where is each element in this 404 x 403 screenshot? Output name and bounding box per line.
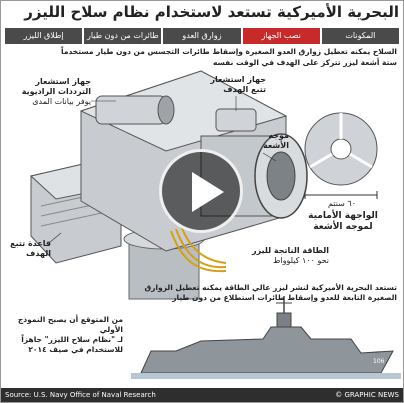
label-radio-tracker: جهاز استشعار الترددات الراديوية يوفر بيا… <box>21 77 91 106</box>
bottom-paragraph-1: تستعد البحرية الأميركية لنشر ليزر عالي ا… <box>144 283 397 302</box>
sensor-lens <box>157 95 175 125</box>
laser-cable <box>180 225 227 264</box>
destroyer-ship <box>140 326 394 374</box>
target-tracking-sensor <box>215 108 257 132</box>
footer-brand: © GRAPHIC NEWS <box>335 391 399 399</box>
housing-top <box>79 70 288 152</box>
radio-frequency-sensor <box>95 95 167 125</box>
footer-source: Source: U.S. Navy Office of Naval Resear… <box>5 391 156 399</box>
leader-line <box>262 152 277 162</box>
sea <box>131 373 401 379</box>
leader-line <box>48 232 62 244</box>
intro-line-1: السلاح يمكنه تعطيل زوارق العدو الصغيرة و… <box>61 47 397 56</box>
tab-installation[interactable]: نصب الجهاز <box>242 28 320 44</box>
aperture-divider <box>309 152 333 169</box>
tab-enemy-boats[interactable]: زوارق العدو <box>163 28 241 44</box>
laser-cable <box>175 228 227 269</box>
footer: Source: U.S. Navy Office of Naval Resear… <box>1 388 403 402</box>
laser-cable <box>170 230 227 273</box>
label-target-tracker: جهاز استشعار تتبع الهدف <box>210 75 266 94</box>
beam-director-lens <box>266 151 296 201</box>
aperture-divider <box>349 152 373 169</box>
label-beam-director: موجه الأشعة <box>263 131 289 150</box>
aperture-center <box>330 138 352 160</box>
label-tracking-base: قاعدة تتبع الهدف <box>10 239 51 258</box>
ship-hull-number: 106 <box>373 358 385 365</box>
intro-line-2: ستة أشعة ليزر تتركز على الهدف في الوقت ن… <box>212 58 397 67</box>
tab-drones[interactable]: طائرات من دون طيار <box>84 28 162 44</box>
tab-bar: المكونات نصب الجهاز زوارق العدو طائرات م… <box>4 28 399 44</box>
label-laser-power: الطاقة الناتجة لليزر نحو ١٠٠ كيلوواط <box>252 246 329 265</box>
bottom-paragraph-2: من المتوقع أن يصبح النموذج الأولي لـ "نظ… <box>17 315 123 354</box>
page-title: البحرية الأميركية تستعد لاستخدام نظام سل… <box>24 3 399 21</box>
label-size: ٦٠ سنتم <box>328 199 356 208</box>
tab-components[interactable]: المكونات <box>321 28 399 44</box>
base-vent <box>40 210 112 227</box>
label-aperture: الواجهة الأمامية لموجه الأشعة <box>308 211 378 232</box>
play-button[interactable] <box>159 149 243 233</box>
tab-laser-fire[interactable]: إطلاق الليزر <box>4 28 83 44</box>
ship-mast-base <box>276 312 292 328</box>
